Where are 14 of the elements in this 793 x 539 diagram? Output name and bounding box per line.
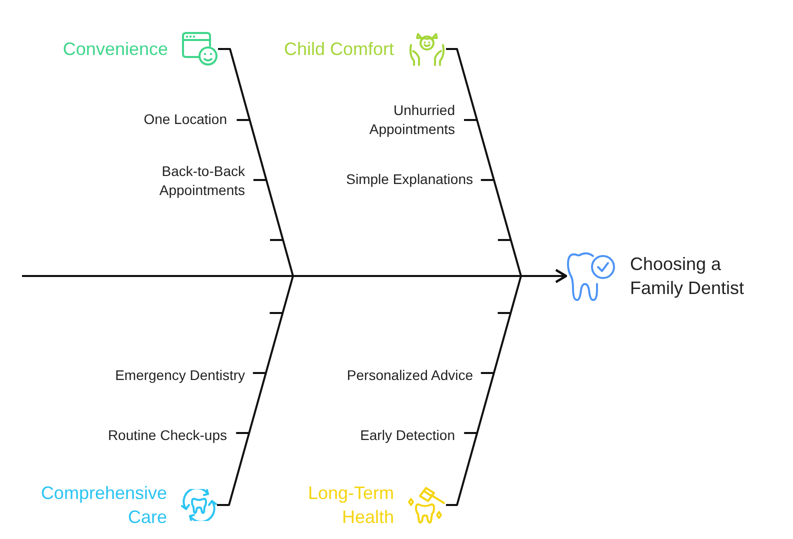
category-title: Child Comfort bbox=[284, 38, 394, 61]
category-title: Long-Term Health bbox=[306, 482, 394, 529]
cause-label: Simple Explanations bbox=[346, 170, 473, 188]
branch-arrow bbox=[446, 269, 567, 506]
category-title: Comprehensive Care bbox=[40, 482, 167, 529]
cause-label: Early Detection bbox=[360, 426, 455, 444]
effect-title: Choosing a Family Dentist bbox=[630, 253, 746, 300]
cause-label: Personalized Advice bbox=[346, 366, 473, 384]
cause-label: Routine Check-ups bbox=[108, 426, 227, 444]
cause-label: One Location bbox=[144, 110, 227, 128]
category-title: Convenience bbox=[62, 38, 168, 61]
cause-label: Unhurried Appointments bbox=[368, 101, 455, 139]
cause-label: Back-to-Back Appointments bbox=[158, 162, 245, 200]
cause-label: Emergency Dentistry bbox=[115, 366, 245, 384]
